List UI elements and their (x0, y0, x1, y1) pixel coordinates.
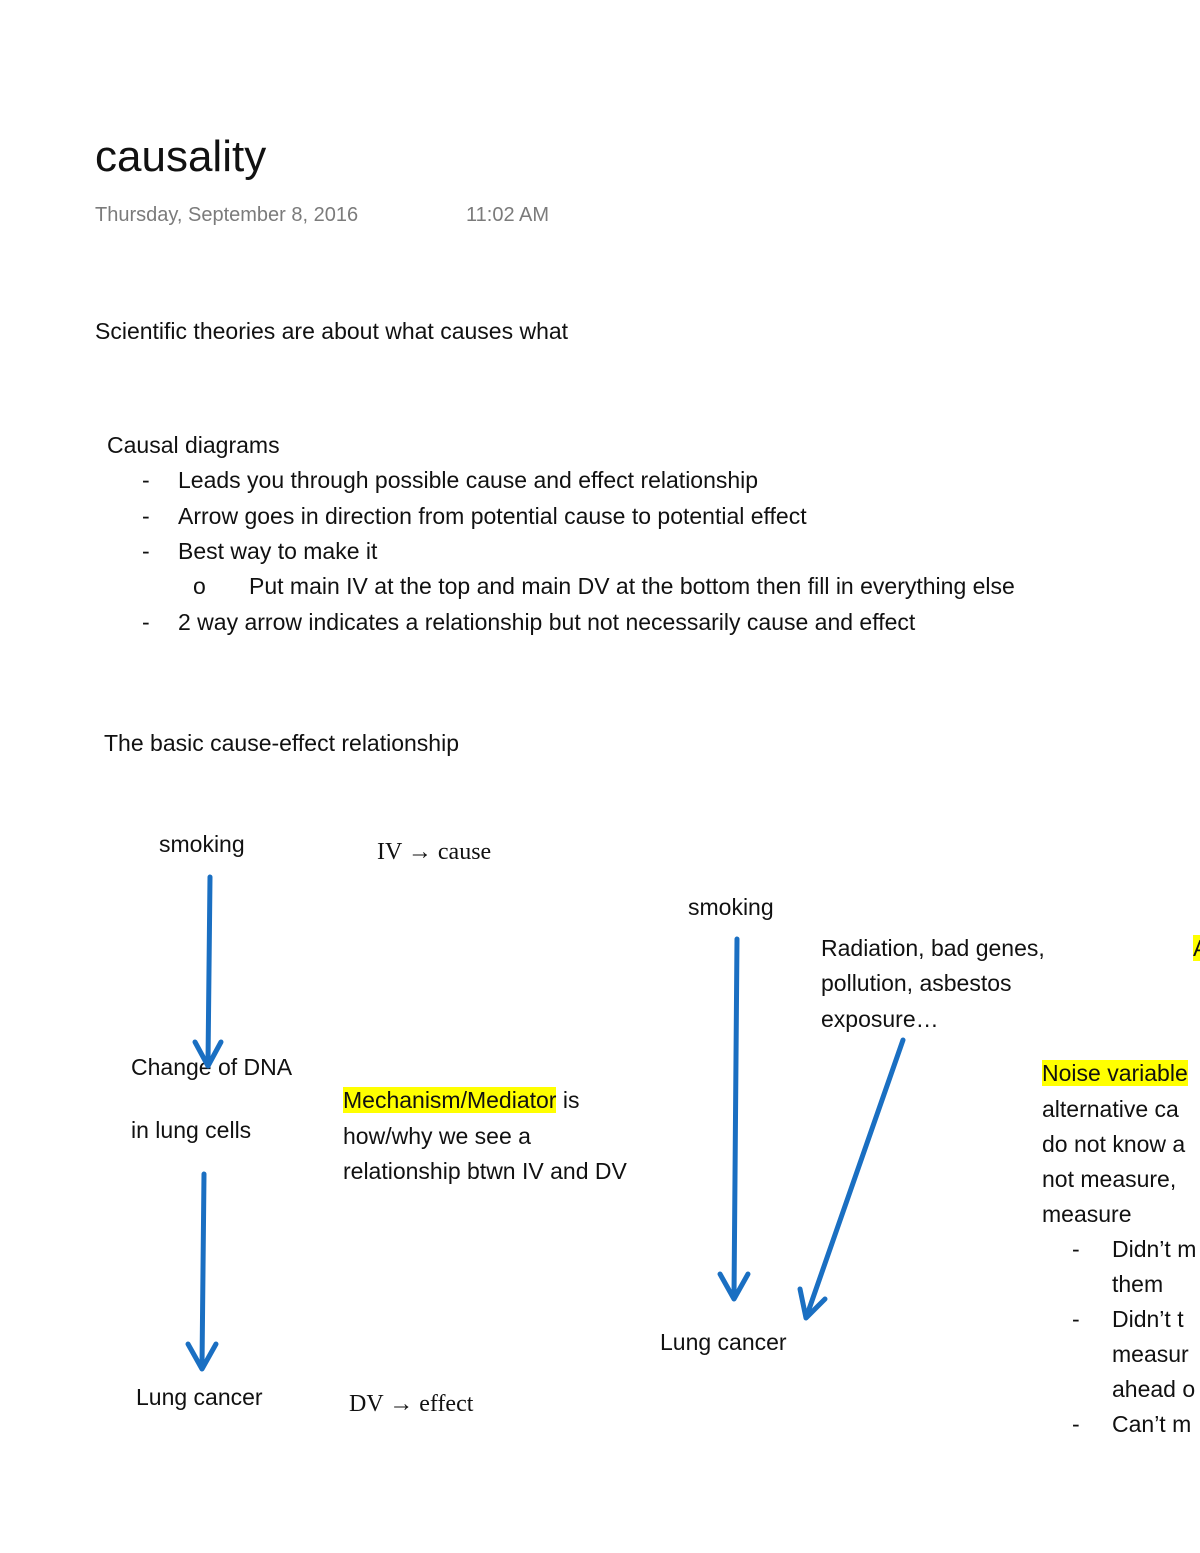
arrow-smoking-to-dna (192, 874, 224, 1069)
bullet-item: - 2 way arrow indicates a relationship bu… (142, 609, 915, 636)
diagram1-lung-cancer-node: Lung cancer (136, 1384, 263, 1410)
page-date: Thursday, September 8, 2016 (95, 204, 359, 226)
diagram2-smoking-node: smoking (688, 894, 774, 920)
causal-diagrams-heading: Causal diagrams (107, 432, 280, 458)
intro-text: Scientific theories are about what cause… (95, 318, 569, 344)
noise-line2: alternative ca (1042, 1096, 1179, 1122)
noise-line4: not measure, (1042, 1166, 1177, 1192)
noise-bullet2-line3: ahead o (1112, 1376, 1196, 1402)
diagram1-dna-node-line1: Change of DNA (131, 1054, 293, 1080)
basic-relationship-heading: The basic cause-effect relationship (104, 730, 459, 756)
page-time: 11:02 AM (466, 204, 550, 226)
mediator-note-line3: relationship btwn IV and DV (343, 1158, 627, 1184)
noise-bullet-dash: - (1072, 1411, 1080, 1437)
sub-bullet-text: Put main IV at the top and main DV at th… (249, 573, 1015, 599)
sub-bullet-item: o Put main IV at the top and main DV at t… (193, 573, 1015, 600)
noise-line1: Noise variable (1042, 1060, 1188, 1087)
mediator-note-line1: Mechanism/Mediator is (343, 1087, 579, 1114)
noise-bullet-dash: - (1072, 1306, 1080, 1332)
arrow-smoking-to-lung-cancer (717, 936, 751, 1302)
bullet-item: - Arrow goes in direction from potential … (142, 503, 807, 530)
mediator-rest: is (556, 1087, 580, 1113)
page-title: causality (95, 132, 267, 181)
alt-causes-line3: exposure… (821, 1006, 939, 1032)
noise-line3: do not know a (1042, 1131, 1186, 1157)
alt-causes-line2: pollution, asbestos (821, 970, 1012, 996)
diagram1-smoking-node: smoking (159, 831, 245, 857)
bullet-text: Leads you through possible cause and eff… (178, 467, 759, 493)
bullet-dash: - (142, 609, 150, 635)
noise-bullet1-line2: them (1112, 1271, 1164, 1297)
dv-effect-label: DV → effect (349, 1391, 474, 1417)
bullet-item: - Leads you through possible cause and ef… (142, 467, 758, 494)
bullet-text: Arrow goes in direction from potential c… (178, 503, 807, 529)
cut-off-highlight-fragment: A (1193, 935, 1200, 962)
mediator-highlight: Mechanism/Mediator (343, 1087, 557, 1113)
bullet-text: Best way to make it (178, 538, 378, 564)
noise-bullet1-line1: Didn’t m (1112, 1236, 1197, 1262)
bullet-text: 2 way arrow indicates a relationship but… (178, 609, 916, 635)
sub-bullet-marker: o (193, 573, 206, 599)
mediator-note-line2: how/why we see a (343, 1123, 531, 1149)
bullet-dash: - (142, 503, 150, 529)
noise-line5: measure (1042, 1201, 1132, 1227)
noise-bullet2-line2: measur (1112, 1341, 1189, 1367)
arrow-alt-causes-to-lung-cancer (797, 1037, 906, 1321)
diagram1-dna-node-line2: in lung cells (131, 1117, 252, 1143)
cut-off-letter: A (1193, 935, 1200, 961)
bullet-dash: - (142, 467, 150, 493)
bullet-item: - Best way to make it (142, 538, 377, 565)
iv-cause-label: IV → cause (377, 839, 492, 865)
alt-causes-line1: Radiation, bad genes, (821, 935, 1045, 961)
arrow-dna-to-lung-cancer (185, 1171, 219, 1372)
bullet-dash: - (142, 538, 150, 564)
noise-bullet-dash: - (1072, 1236, 1080, 1262)
diagram2-lung-cancer-node: Lung cancer (660, 1329, 787, 1355)
noise-bullet2-line1: Didn’t t (1112, 1306, 1184, 1332)
noise-highlight: Noise variable (1042, 1060, 1188, 1086)
noise-bullet3-line1: Can’t m (1112, 1411, 1192, 1437)
